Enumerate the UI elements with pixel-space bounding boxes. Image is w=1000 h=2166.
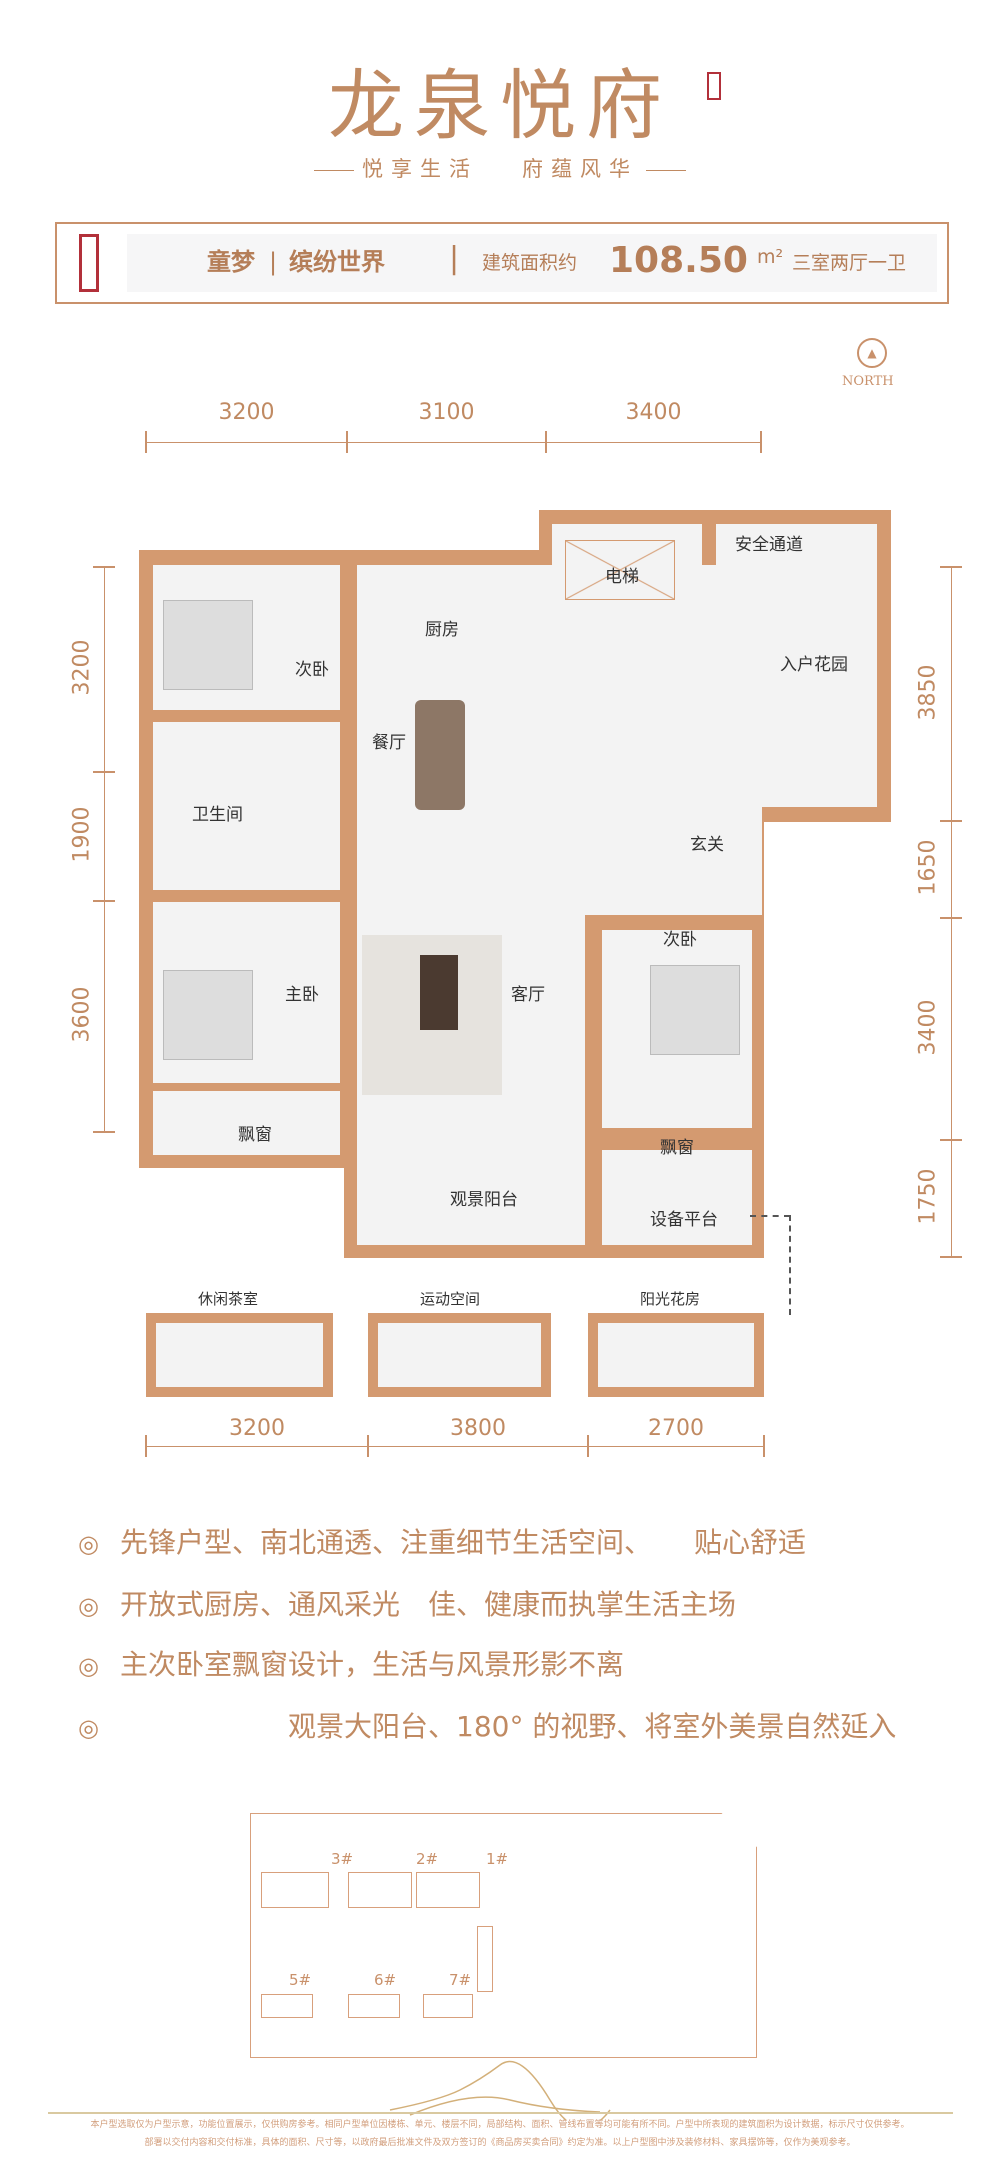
room-label: 飘窗 <box>238 1125 272 1145</box>
feature-item: ◎先锋户型、南北通透、注重细节生活空间、 贴心舒适 <box>78 1526 807 1559</box>
mountain-decoration <box>389 2060 611 2120</box>
elevator-icon <box>565 540 675 600</box>
area-value: 108.50 <box>609 240 748 281</box>
building-7 <box>423 1994 473 2018</box>
unit-info-box: 童梦 | 缤纷世界 | 建筑面积约 108.50 m² 三室两厅一卫 <box>55 222 949 304</box>
north-arrow-icon: ▲ <box>857 338 887 368</box>
room-label: 餐厅 <box>372 733 406 753</box>
building-2 <box>348 1872 412 1908</box>
room-label: 玄关 <box>690 835 724 855</box>
building-1 <box>416 1872 480 1908</box>
slogan-right: 府蕴风华 <box>522 157 639 181</box>
building-label: 7# <box>449 1971 472 1989</box>
building-side <box>477 1926 493 1992</box>
dim-top-3: 3400 <box>625 400 682 425</box>
room-label: 入户花园 <box>780 655 848 675</box>
north-label: NORTH <box>842 374 894 389</box>
option-tea-room: 休闲茶室 <box>198 1290 259 1308</box>
room-label: 卫生间 <box>192 805 243 825</box>
building-label: 5# <box>289 1971 312 1989</box>
building-label: 3# <box>331 1850 354 1868</box>
feature-item: ◎开放式厨房、通风采光 佳、健康而执掌生活主场 <box>78 1588 737 1621</box>
area-label: 建筑面积约 <box>482 252 578 274</box>
dim-left-3: 3600 <box>69 986 95 1043</box>
room-label: 设备平台 <box>650 1210 718 1230</box>
project-title: 龙泉悦府 <box>328 61 672 150</box>
slogan: 悦享生活 府蕴风华 <box>0 156 1000 182</box>
dining-table-icon <box>415 700 465 810</box>
divider <box>48 2112 953 2114</box>
feature-item: ◎ 观景大阳台、180° 的视野、将室外美景自然延入 <box>78 1710 897 1743</box>
building-5 <box>261 1994 313 2018</box>
bed-icon <box>163 600 253 690</box>
room-label: 飘窗 <box>660 1138 694 1158</box>
room-label: 安全通道 <box>735 535 803 555</box>
coffee-table-icon <box>420 955 458 1030</box>
disclaimer-line: 本户型选取仅为户型示意，功能位置展示，仅供购房参考。相同户型单位因楼栋、单元、楼… <box>90 2120 910 2130</box>
seal-icon <box>79 234 99 292</box>
dim-right-4: 1750 <box>915 1168 941 1225</box>
room-label: 观景阳台 <box>450 1190 518 1210</box>
bed-icon <box>650 965 740 1055</box>
area-unit: m² <box>757 246 784 268</box>
site-plan: 3# 2# 1# 5# 6# 7# <box>250 1813 757 2058</box>
feature-item: ◎主次卧室飘窗设计，生活与风景形影不离 <box>78 1648 625 1681</box>
room-label: 客厅 <box>511 985 545 1005</box>
bed-icon <box>163 970 253 1060</box>
slogan-left: 悦享生活 <box>361 157 478 181</box>
room-label: 主卧 <box>285 985 319 1005</box>
dim-right-3: 3400 <box>915 999 941 1056</box>
room-label: 厨房 <box>425 620 459 640</box>
dim-left-1: 3200 <box>69 639 95 696</box>
dim-right-1: 3850 <box>915 664 941 721</box>
option-sunroom: 阳光花房 <box>640 1290 701 1308</box>
building-label: 2# <box>416 1850 439 1868</box>
room-label: 次卧 <box>663 930 697 950</box>
building-label: 1# <box>486 1850 509 1868</box>
dim-bottom-3: 2700 <box>648 1416 704 1441</box>
building-6 <box>348 1994 400 2018</box>
room-label: 次卧 <box>295 660 329 680</box>
dim-left-2: 1900 <box>69 806 95 863</box>
dim-bottom-1: 3200 <box>229 1416 285 1441</box>
seal-logo <box>707 72 721 100</box>
disclaimer-line: 部署以交付内容和交付标准，具体的面积、尺寸等，以政府最后批准文件及双方签订的《商… <box>144 2138 856 2148</box>
dim-right-2: 1650 <box>915 839 941 896</box>
building-label: 6# <box>374 1971 397 1989</box>
dim-top-1: 3200 <box>218 400 275 425</box>
building-3 <box>261 1872 329 1908</box>
dim-top-2: 3100 <box>418 400 475 425</box>
option-gym: 运动空间 <box>420 1290 481 1308</box>
layout-type: 三室两厅一卫 <box>792 252 907 274</box>
dim-bottom-2: 3800 <box>450 1416 506 1441</box>
room-label: 电梯 <box>605 567 639 587</box>
unit-theme: 缤纷世界 <box>289 248 385 276</box>
unit-name: 童梦 <box>207 248 255 276</box>
